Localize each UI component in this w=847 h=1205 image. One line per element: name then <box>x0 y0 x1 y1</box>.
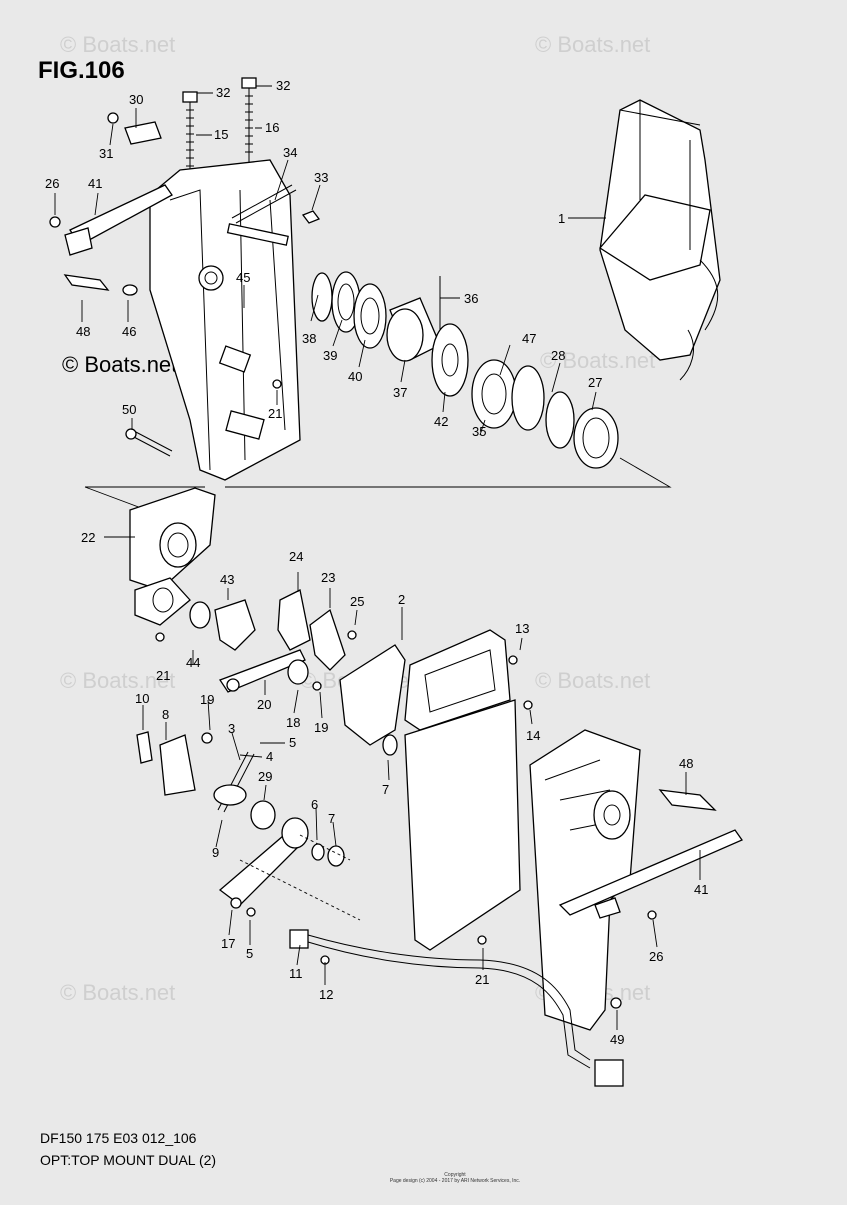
callout-label: 3 <box>228 721 235 736</box>
callout-label: 34 <box>283 145 297 160</box>
figure-subtitle: OPT:TOP MOUNT DUAL (2) <box>40 1152 217 1168</box>
callout-label: 20 <box>257 697 271 712</box>
callout-label: 41 <box>88 176 102 191</box>
callout-label: 30 <box>129 92 143 107</box>
callout-label: 29 <box>258 769 272 784</box>
callout-label: 16 <box>265 120 279 135</box>
watermark: © Boats.net <box>62 352 177 377</box>
callout-label: 5 <box>246 946 253 961</box>
callout-label: 23 <box>321 570 335 585</box>
watermark: © Boats.net <box>60 32 175 57</box>
watermark: © Boats.net <box>60 668 175 693</box>
callout-label: 17 <box>221 936 235 951</box>
callout-label: 24 <box>289 549 303 564</box>
watermark: © Boats.net <box>535 668 650 693</box>
callout-label: 36 <box>464 291 478 306</box>
lower-shift-assembly <box>129 487 743 1087</box>
callout-label: 1 <box>558 211 565 226</box>
callout-label: 15 <box>214 127 228 142</box>
watermark: © Boats.net <box>540 348 655 373</box>
callout-label: 10 <box>135 691 149 706</box>
callout-label: 39 <box>323 348 337 363</box>
callout-label: 2 <box>398 592 405 607</box>
callout-label: 25 <box>350 594 364 609</box>
callout-label: 33 <box>314 170 328 185</box>
callout-label: 19 <box>314 720 328 735</box>
callout-label: 7 <box>328 811 335 826</box>
callout-label: 6 <box>311 797 318 812</box>
callout-label: 22 <box>81 530 95 545</box>
callout-label: 21 <box>475 972 489 987</box>
callout-label: 40 <box>348 369 362 384</box>
callout-label: 44 <box>186 655 200 670</box>
callout-label: 46 <box>122 324 136 339</box>
callout-label: 7 <box>382 782 389 797</box>
callout-label: 27 <box>588 375 602 390</box>
callout-label: 13 <box>515 621 529 636</box>
callout-label: 21 <box>268 406 282 421</box>
callout-label: 18 <box>286 715 300 730</box>
model-line: DF150 175 E03 012_106 <box>40 1130 197 1146</box>
callout-label: 48 <box>679 756 693 771</box>
watermark: © Boats.net <box>535 32 650 57</box>
callout-label: 11 <box>289 966 303 981</box>
callout-label: 5 <box>289 735 296 750</box>
callout-label: 31 <box>99 146 113 161</box>
callout-label: 12 <box>319 987 333 1002</box>
callout-label: 35 <box>472 424 486 439</box>
callout-label: 38 <box>302 331 316 346</box>
callout-label: 45 <box>236 270 250 285</box>
callout-label: 26 <box>45 176 59 191</box>
callout-label: 19 <box>200 692 214 707</box>
callout-label: 4 <box>266 749 273 764</box>
copyright-line: Copyright <box>444 1172 466 1178</box>
callout-label: 49 <box>610 1032 624 1047</box>
copyright-line: Page design (c) 2004 - 2017 by ARI Netwo… <box>389 1178 521 1184</box>
callout-label: 37 <box>393 385 407 400</box>
copyright-notice: Copyright Page design (c) 2004 - 2017 by… <box>330 1172 580 1184</box>
callout-label: 32 <box>276 78 290 93</box>
callout-label: 8 <box>162 707 169 722</box>
callout-label: 42 <box>434 414 448 429</box>
watermark: © Boats.net <box>60 980 175 1005</box>
upper-housing-assembly <box>49 77 721 531</box>
figure-title: FIG.106 <box>38 57 125 84</box>
callout-label: 26 <box>649 949 663 964</box>
callout-label: 32 <box>216 85 230 100</box>
callout-label: 28 <box>551 348 565 363</box>
callout-label: 9 <box>212 845 219 860</box>
callout-label: 43 <box>220 572 234 587</box>
callout-label: 21 <box>156 668 170 683</box>
callout-layer: 32 32 30 15 16 31 34 26 41 33 1 45 36 48… <box>45 78 708 1047</box>
callout-label: 50 <box>122 402 136 417</box>
callout-label: 47 <box>522 331 536 346</box>
callout-label: 14 <box>526 728 540 743</box>
callout-label: 48 <box>76 324 90 339</box>
callout-label: 41 <box>694 882 708 897</box>
